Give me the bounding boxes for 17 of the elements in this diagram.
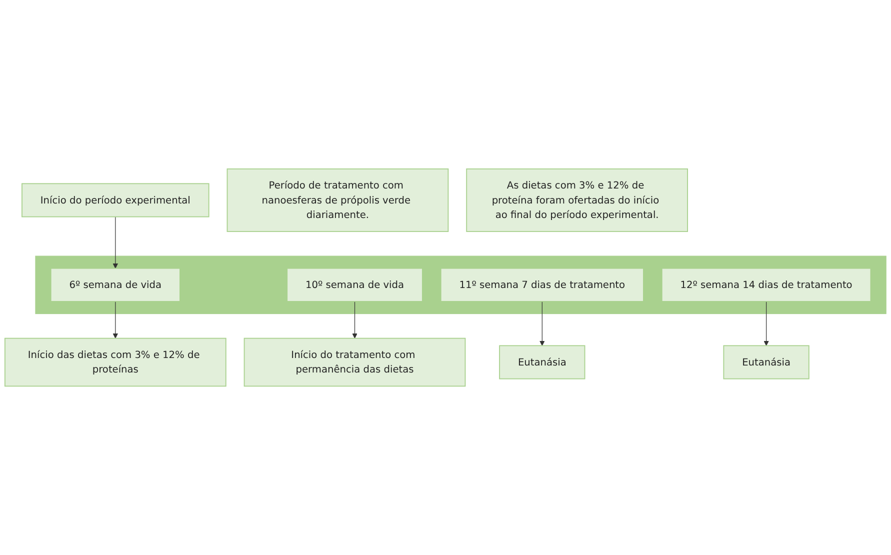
- node-box: 6º semana de vida: [50, 268, 180, 302]
- node-box: Início das dietas com 3% e 12% de proteínas: [4, 338, 226, 387]
- node-box: Eutanásia: [723, 345, 810, 380]
- arrow: [112, 216, 118, 269]
- arrow: [352, 301, 358, 338]
- node-box: Período de tratamento com nanoesferas de própolis verde diariamente.: [226, 168, 449, 232]
- arrow: [539, 301, 545, 346]
- node-box: Início do período experimental: [22, 183, 210, 218]
- arrow: [112, 301, 118, 338]
- node-box: As dietas com 3% e 12% de proteína foram ofertadas do início ao final do período experimental.: [466, 168, 688, 232]
- node-box: Eutanásia: [499, 345, 586, 380]
- node-box: 12º semana 14 dias de tratamento: [661, 268, 872, 302]
- node-box: 11º semana 7 dias de tratamento: [440, 268, 644, 302]
- cluster: [35, 256, 886, 314]
- node-box: Início do tratamento com permanência das dietas: [244, 338, 466, 387]
- arrow: [764, 301, 769, 346]
- node-box: 10º semana de vida: [286, 268, 423, 302]
